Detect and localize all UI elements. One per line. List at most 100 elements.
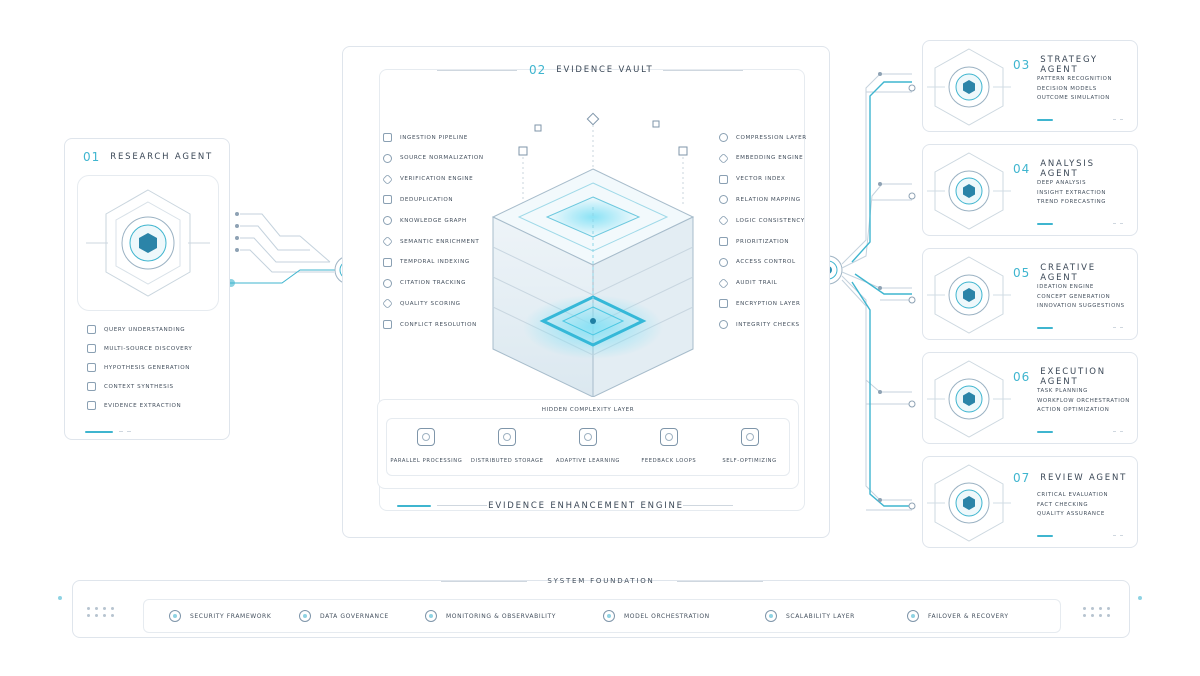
vault-left-item-label: CONFLICT RESOLUTION xyxy=(400,321,477,328)
agent-capability: PATTERN RECOGNITION xyxy=(1037,76,1113,82)
vault-right-item-label: VECTOR INDEX xyxy=(736,176,786,183)
vault-left-item-label: VERIFICATION ENGINE xyxy=(400,176,474,183)
vault-item-icon xyxy=(382,173,393,185)
agent-capability: TREND FORECASTING xyxy=(1037,199,1107,205)
foundation-item-icon xyxy=(765,610,777,622)
hidden-module: ADAPTIVE LEARNING xyxy=(548,428,629,464)
vault-right-item-label: AUDIT TRAIL xyxy=(736,280,778,287)
vault-item-icon xyxy=(383,195,392,205)
agent-hex-icon xyxy=(927,464,1011,542)
agent-capability: CONCEPT GENERATION xyxy=(1037,293,1111,300)
module-icon xyxy=(417,428,436,446)
research-item-icon xyxy=(87,363,96,372)
vault-right-item: INTEGRITY CHECKS xyxy=(719,320,800,330)
agent-progress-bar xyxy=(1037,431,1053,433)
agent-hex-icon xyxy=(927,256,1011,334)
vault-item-icon xyxy=(383,216,392,226)
vault-right-item: COMPRESSION LAYER xyxy=(719,133,807,142)
vault-right-item: VECTOR INDEX xyxy=(719,174,786,184)
vault-left-item: CONFLICT RESOLUTION xyxy=(383,320,477,330)
vault-left-item: CITATION TRACKING xyxy=(383,278,467,288)
vault-left-item-label: QUALITY SCORING xyxy=(400,300,461,307)
foundation-item-label: SECURITY FRAMEWORK xyxy=(190,612,272,620)
vault-right-item-label: PRIORITIZATION xyxy=(736,238,790,245)
foundation-item-label: MODEL ORCHESTRATION xyxy=(624,612,710,620)
agent-hex-icon xyxy=(927,360,1011,438)
vault-right-item: AUDIT TRAIL xyxy=(718,277,778,289)
evidence-vault-header: 02 EVIDENCE VAULT xyxy=(529,63,654,77)
agent-number: 03 xyxy=(1013,58,1031,72)
agent-title: ANALYSIS AGENT xyxy=(1040,159,1095,179)
foundation-item-icon xyxy=(425,610,437,622)
vault-item-icon xyxy=(718,215,729,227)
research-agent-visual xyxy=(77,175,219,311)
vault-right-item-label: INTEGRITY CHECKS xyxy=(736,321,800,328)
vault-right-item: LOGIC CONSISTENCY xyxy=(718,215,805,227)
hidden-module: FEEDBACK LOOPS xyxy=(628,428,709,464)
module-label: SELF-OPTIMIZING xyxy=(722,458,777,464)
research-item-icon xyxy=(87,344,96,353)
agent-capability: QUALITY ASSURANCE xyxy=(1037,511,1105,517)
research-item-label: HYPOTHESIS GENERATION xyxy=(104,364,190,371)
agent-header: 03 STRATEGY AGENT xyxy=(1013,55,1137,75)
agent-title: STRATEGY AGENT xyxy=(1040,55,1098,75)
agent-title: REVIEW AGENT xyxy=(1040,473,1128,483)
vault-left-item-label: KNOWLEDGE GRAPH xyxy=(400,217,467,224)
vault-right-item-label: ENCRYPTION LAYER xyxy=(736,300,801,307)
research-progress-bar xyxy=(85,431,113,433)
module-label: FEEDBACK LOOPS xyxy=(641,458,697,464)
module-label: DISTRIBUTED STORAGE xyxy=(470,458,544,464)
vault-item-icon xyxy=(719,174,728,184)
vault-left-item: VERIFICATION ENGINE xyxy=(382,173,474,185)
vault-left-item-label: TEMPORAL INDEXING xyxy=(400,259,470,266)
foundation-item: SECURITY FRAMEWORK xyxy=(169,610,271,622)
foundation-dots-left xyxy=(87,607,114,617)
module-icon xyxy=(498,428,517,446)
foundation-left-handle xyxy=(58,596,62,600)
research-item-label: MULTI-SOURCE DISCOVERY xyxy=(104,345,193,352)
agent-panel: 07 REVIEW AGENT CRITICAL EVALUATION FACT CH… xyxy=(922,456,1138,548)
research-item: QUERY UNDERSTANDING xyxy=(87,325,185,334)
foundation-item-icon xyxy=(169,610,181,622)
agent-capability: INNOVATION SUGGESTIONS xyxy=(1037,303,1125,309)
hidden-module: SELF-OPTIMIZING xyxy=(709,428,790,464)
module-label: ADAPTIVE LEARNING xyxy=(555,458,621,464)
vault-left-item-label: DEDUPLICATION xyxy=(400,196,454,203)
evidence-vault-title: EVIDENCE VAULT xyxy=(556,65,654,75)
vault-left-item: INGESTION PIPELINE xyxy=(383,133,468,142)
vault-right-item: PRIORITIZATION xyxy=(719,237,789,246)
vault-left-item: KNOWLEDGE GRAPH xyxy=(383,216,467,226)
vault-item-icon xyxy=(719,195,728,205)
agent-title: CREATIVE AGENT xyxy=(1040,263,1096,283)
vault-item-icon xyxy=(719,299,728,309)
engine-title: EVIDENCE ENHANCEMENT ENGINE xyxy=(488,501,684,511)
vault-right-item-label: RELATION MAPPING xyxy=(736,196,801,203)
agent-progress-bar xyxy=(1037,535,1053,537)
foundation-right-handle xyxy=(1138,596,1142,600)
agent-progress-bar xyxy=(1037,327,1053,329)
vault-left-item-label: SOURCE NORMALIZATION xyxy=(400,155,484,162)
foundation-item: DATA GOVERNANCE xyxy=(299,610,389,622)
foundation-item: MODEL ORCHESTRATION xyxy=(603,610,710,622)
evidence-cube-icon xyxy=(491,112,695,397)
vault-item-icon xyxy=(382,236,393,247)
module-icon xyxy=(740,428,759,446)
module-icon xyxy=(578,428,597,446)
agent-number: 07 xyxy=(1013,471,1031,485)
vault-right-item: ENCRYPTION LAYER xyxy=(719,299,801,309)
agent-capability: CRITICAL EVALUATION xyxy=(1037,492,1109,498)
evidence-vault-number: 02 xyxy=(529,63,547,77)
vault-left-item: TEMPORAL INDEXING xyxy=(383,257,470,267)
vault-item-icon xyxy=(718,152,729,164)
foundation-dots-right xyxy=(1083,607,1110,617)
vault-item-icon xyxy=(719,320,728,330)
research-item-label: QUERY UNDERSTANDING xyxy=(104,326,186,333)
foundation-item-label: MONITORING & OBSERVABILITY xyxy=(446,612,557,620)
agent-capability: FACT CHECKING xyxy=(1037,501,1089,508)
vault-item-icon xyxy=(383,133,392,142)
vault-left-item-label: CITATION TRACKING xyxy=(400,280,467,287)
vault-left-item-label: INGESTION PIPELINE xyxy=(400,134,468,141)
hidden-modules-row xyxy=(386,418,790,476)
